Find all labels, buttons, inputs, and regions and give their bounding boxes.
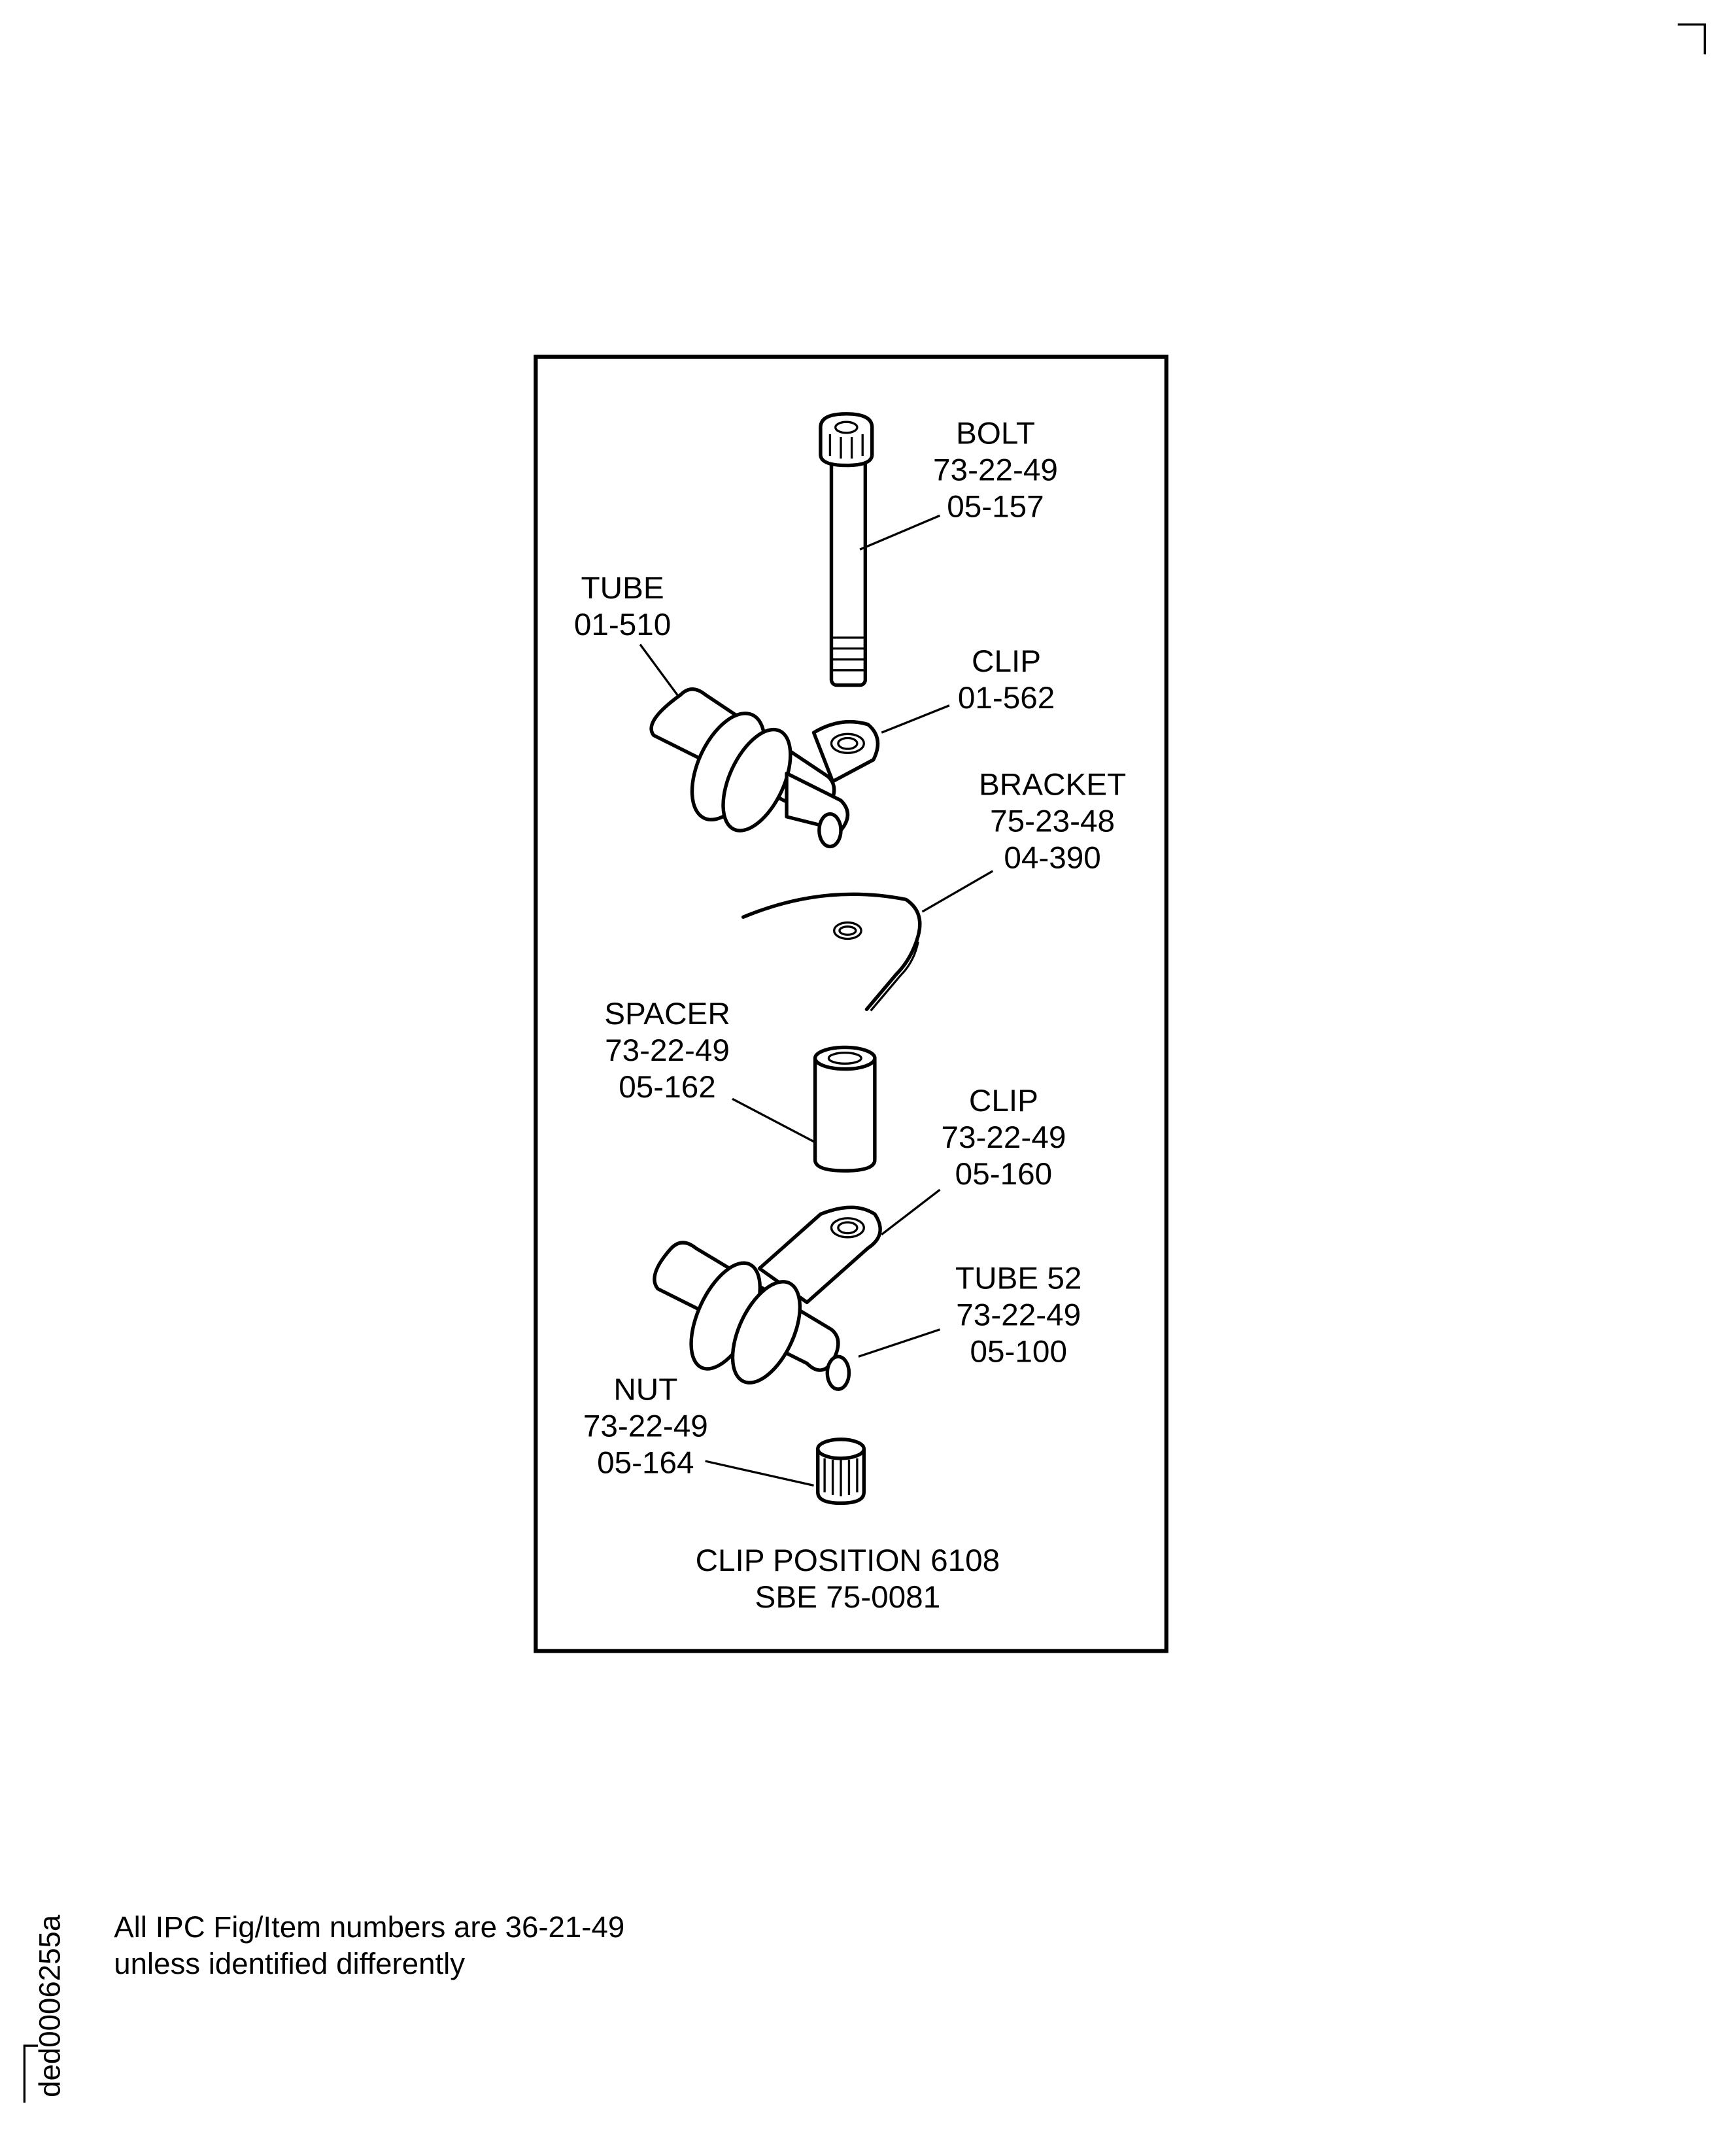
bracket-part [741,892,922,1012]
bolt-part [819,412,874,687]
label-fig: 73-22-49 [605,1033,730,1068]
spacer-part [813,1045,877,1173]
label-bracket: BRACKET 75-23-48 04-390 [979,768,1126,876]
label-nut: NUT 73-22-49 05-164 [583,1373,708,1481]
figure-frame [534,354,1168,1653]
label-tube-top: TUBE 01-510 [574,571,671,642]
label-fig: 75-23-48 [990,804,1115,839]
label-item: 01-562 [958,681,1055,715]
footer-line-2: unless identified differently [114,1947,465,1980]
label-name: TUBE 52 [955,1262,1081,1296]
label-fig: 73-22-49 [583,1409,708,1444]
caption-line-1: CLIP POSITION 6108 [696,1543,1000,1578]
label-name: NUT [613,1373,677,1407]
label-name: BRACKET [979,768,1126,802]
label-name: CLIP [969,1084,1038,1118]
label-item: 05-162 [619,1070,715,1105]
label-item: 04-390 [1004,841,1100,876]
crop-mark-top-right [1677,23,1706,55]
footer-note: All IPC Fig/Item numbers are 36-21-49 un… [114,1910,624,1980]
label-fig: 73-22-49 [956,1298,1081,1333]
drawing-id: ded0006255a [33,1914,66,2097]
label-item: 05-100 [970,1335,1066,1369]
caption-line-2: SBE 75-0081 [755,1580,941,1615]
label-name: SPACER [604,997,730,1031]
label-name: CLIP [972,644,1041,679]
label-spacer: SPACER 73-22-49 05-162 [604,997,730,1105]
label-item: 01-510 [574,608,671,642]
label-item: 05-160 [955,1157,1052,1192]
label-bolt: BOLT 73-22-49 05-157 [933,416,1058,524]
label-fig: 73-22-49 [941,1120,1066,1155]
nut-part [816,1437,866,1506]
label-name: TUBE [581,571,664,606]
label-item: 05-157 [947,489,1044,524]
leader-lines [639,514,994,1487]
label-tube-bottom: TUBE 52 73-22-49 05-100 [955,1262,1081,1369]
tube-and-clip-top [649,687,880,849]
label-name: BOLT [956,416,1035,451]
tube-and-clip-bottom [653,1205,882,1391]
label-clip-top: CLIP 01-562 [958,644,1055,715]
footer-line-1: All IPC Fig/Item numbers are 36-21-49 [114,1910,624,1944]
figure-caption: CLIP POSITION 6108 SBE 75-0081 [696,1543,1000,1615]
crop-mark-bottom-left [23,2044,39,2103]
label-clip-bottom: CLIP 73-22-49 05-160 [941,1084,1066,1192]
label-item: 05-164 [597,1446,694,1481]
label-fig: 73-22-49 [933,453,1058,487]
